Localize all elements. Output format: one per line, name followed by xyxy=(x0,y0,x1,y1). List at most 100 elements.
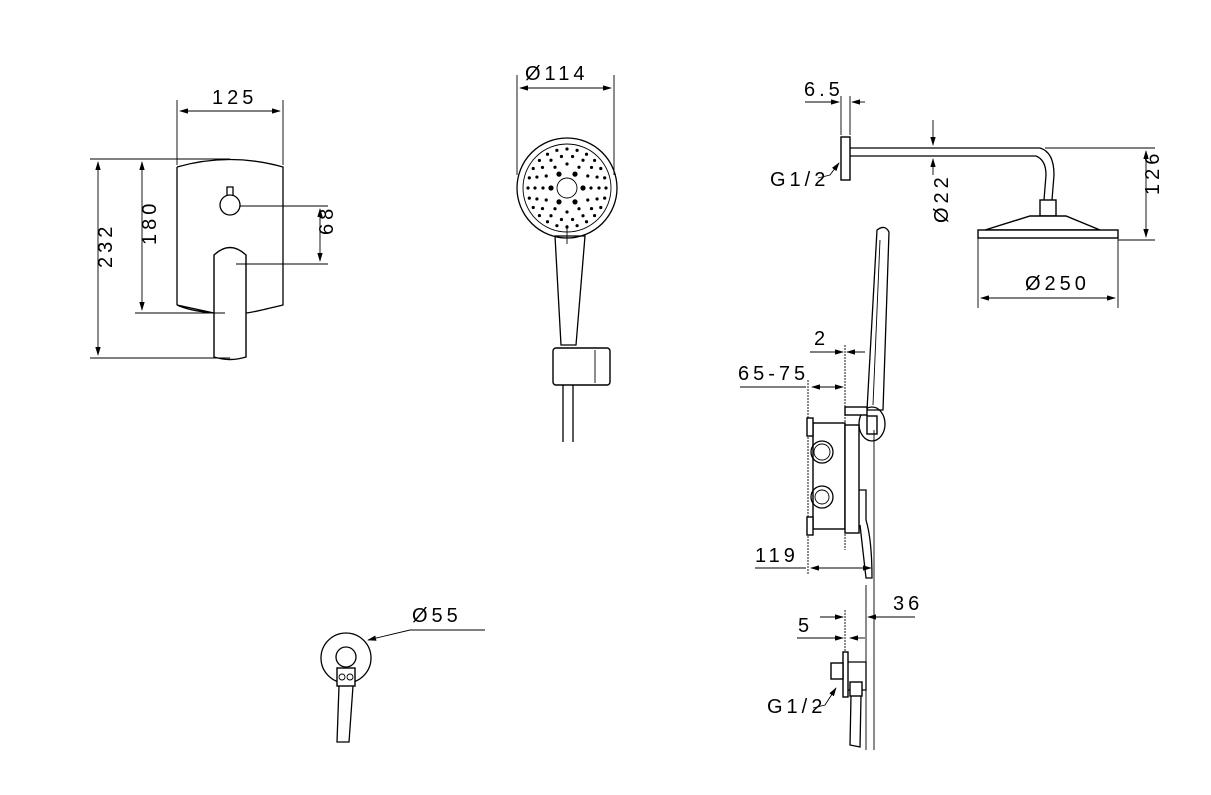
nozzle-dot xyxy=(549,158,553,162)
dim-drop-height: 126 xyxy=(1142,150,1164,195)
nozzle-dot xyxy=(541,186,545,190)
holder-side xyxy=(858,406,886,442)
nozzle-dot xyxy=(540,206,545,211)
nozzle-dot xyxy=(592,158,597,163)
valve-port-2 xyxy=(810,485,834,509)
nozzle-dot xyxy=(555,224,559,228)
dim-outlet-flange: 5 xyxy=(798,615,813,637)
outlet-flange-side xyxy=(842,651,849,698)
dim-arm-diameter: Ø22 xyxy=(931,173,953,223)
nozzle-dot xyxy=(531,166,535,171)
dim-outlet-diameter: Ø55 xyxy=(412,605,462,627)
nozzle-dot xyxy=(595,197,599,201)
rain-head xyxy=(977,229,1119,239)
nozzle-dot xyxy=(599,166,603,171)
outlet-nut-side xyxy=(849,681,863,697)
arm-flange xyxy=(840,136,851,181)
nozzle-dot xyxy=(572,171,578,177)
nozzle-dot xyxy=(604,186,608,190)
nozzle-dot xyxy=(575,148,579,152)
dim-total-height: 232 xyxy=(95,223,117,268)
valve-port-1 xyxy=(810,440,834,464)
nozzle-dot xyxy=(565,147,569,151)
dim-total-depth: 119 xyxy=(755,545,799,567)
dim-install-depth: 65-75 xyxy=(738,363,809,385)
nozzle-dot xyxy=(556,199,562,205)
handset-holder xyxy=(552,347,611,386)
nozzle-dot xyxy=(559,217,564,222)
nozzle-dot xyxy=(565,210,569,214)
lever-side xyxy=(859,489,873,579)
nozzle-dot xyxy=(592,213,597,218)
outlet-hose xyxy=(336,685,354,743)
nozzle-dot xyxy=(581,214,585,218)
handle xyxy=(554,235,586,346)
nozzle-dot xyxy=(549,214,553,218)
nozzle-dot xyxy=(586,198,590,202)
mixer-panel-front-view: 125 232 180 68 xyxy=(90,87,338,361)
nozzle-dot xyxy=(559,154,564,159)
thread-label-top: G1/2 xyxy=(770,169,829,191)
nozzle-dot xyxy=(531,205,535,210)
nozzle-dot xyxy=(545,220,550,224)
outlet-hose-side xyxy=(849,695,862,748)
nozzle-dot xyxy=(570,154,575,159)
dim-head-diameter: Ø114 xyxy=(525,63,588,85)
nozzle-dot xyxy=(533,186,537,190)
valve-side-view: 2 65-75 119 36 5 G1/2 xyxy=(738,226,923,750)
nozzle-dot xyxy=(580,185,586,191)
nozzle-dot xyxy=(597,186,601,190)
spray-nozzles xyxy=(526,147,608,229)
nozzle-dot xyxy=(527,176,531,180)
nozzle-dot xyxy=(540,165,545,170)
dim-handle-spacing: 68 xyxy=(316,205,338,235)
cover-plate xyxy=(176,158,284,314)
nozzle-dot xyxy=(537,213,542,218)
nozzle-dot xyxy=(556,171,562,177)
hand-shower-side xyxy=(866,226,890,411)
thread-label-bottom: G1/2 xyxy=(767,696,826,718)
wall-outlet-front-view: Ø55 xyxy=(320,605,485,743)
nozzle-dot xyxy=(595,175,599,179)
nozzle-dot xyxy=(544,198,548,202)
nozzle-dot xyxy=(527,196,531,200)
hose-nut xyxy=(336,667,356,687)
dim-flange-depth: 6.5 xyxy=(804,79,844,101)
nozzle-dot xyxy=(553,165,557,169)
nozzle-dot xyxy=(575,224,579,228)
nozzle-dot xyxy=(548,185,554,191)
nozzle-dot xyxy=(535,197,539,201)
valve-box xyxy=(812,422,846,530)
nozzle-dot xyxy=(565,162,569,166)
nozzle-dot xyxy=(584,220,589,224)
dim-outlet-depth: 36 xyxy=(893,593,923,615)
nozzle-dot xyxy=(589,165,594,170)
nozzle-dot xyxy=(553,207,557,211)
nozzle-dot xyxy=(572,199,578,205)
nozzle-dot xyxy=(586,174,590,178)
dim-plate-height: 180 xyxy=(139,200,161,245)
nozzle-dot xyxy=(589,206,594,211)
nozzle-dot xyxy=(577,165,581,169)
mixer-lever xyxy=(213,246,247,361)
nozzle-dot xyxy=(545,152,550,156)
dim-width: 125 xyxy=(212,87,257,109)
nozzle-dot xyxy=(599,205,603,210)
dim-plate-gap: 2 xyxy=(814,328,829,350)
hand-shower-front-view: Ø114 xyxy=(516,63,618,442)
shower-arm xyxy=(850,147,1055,201)
nozzle-dot xyxy=(589,186,593,190)
nozzle-dot xyxy=(570,217,575,222)
ball-joint xyxy=(1039,199,1057,217)
diverter-knob xyxy=(219,194,241,216)
shower-face xyxy=(516,137,618,239)
dim-rain-head-diameter: Ø250 xyxy=(1025,273,1090,295)
nozzle-dot xyxy=(584,152,589,156)
nozzle-dot xyxy=(535,175,539,179)
nozzle-dot xyxy=(526,186,530,190)
nozzle-dot xyxy=(555,148,559,152)
nozzle-dot xyxy=(603,176,607,180)
nozzle-dot xyxy=(544,174,548,178)
nozzle-dot xyxy=(581,158,585,162)
